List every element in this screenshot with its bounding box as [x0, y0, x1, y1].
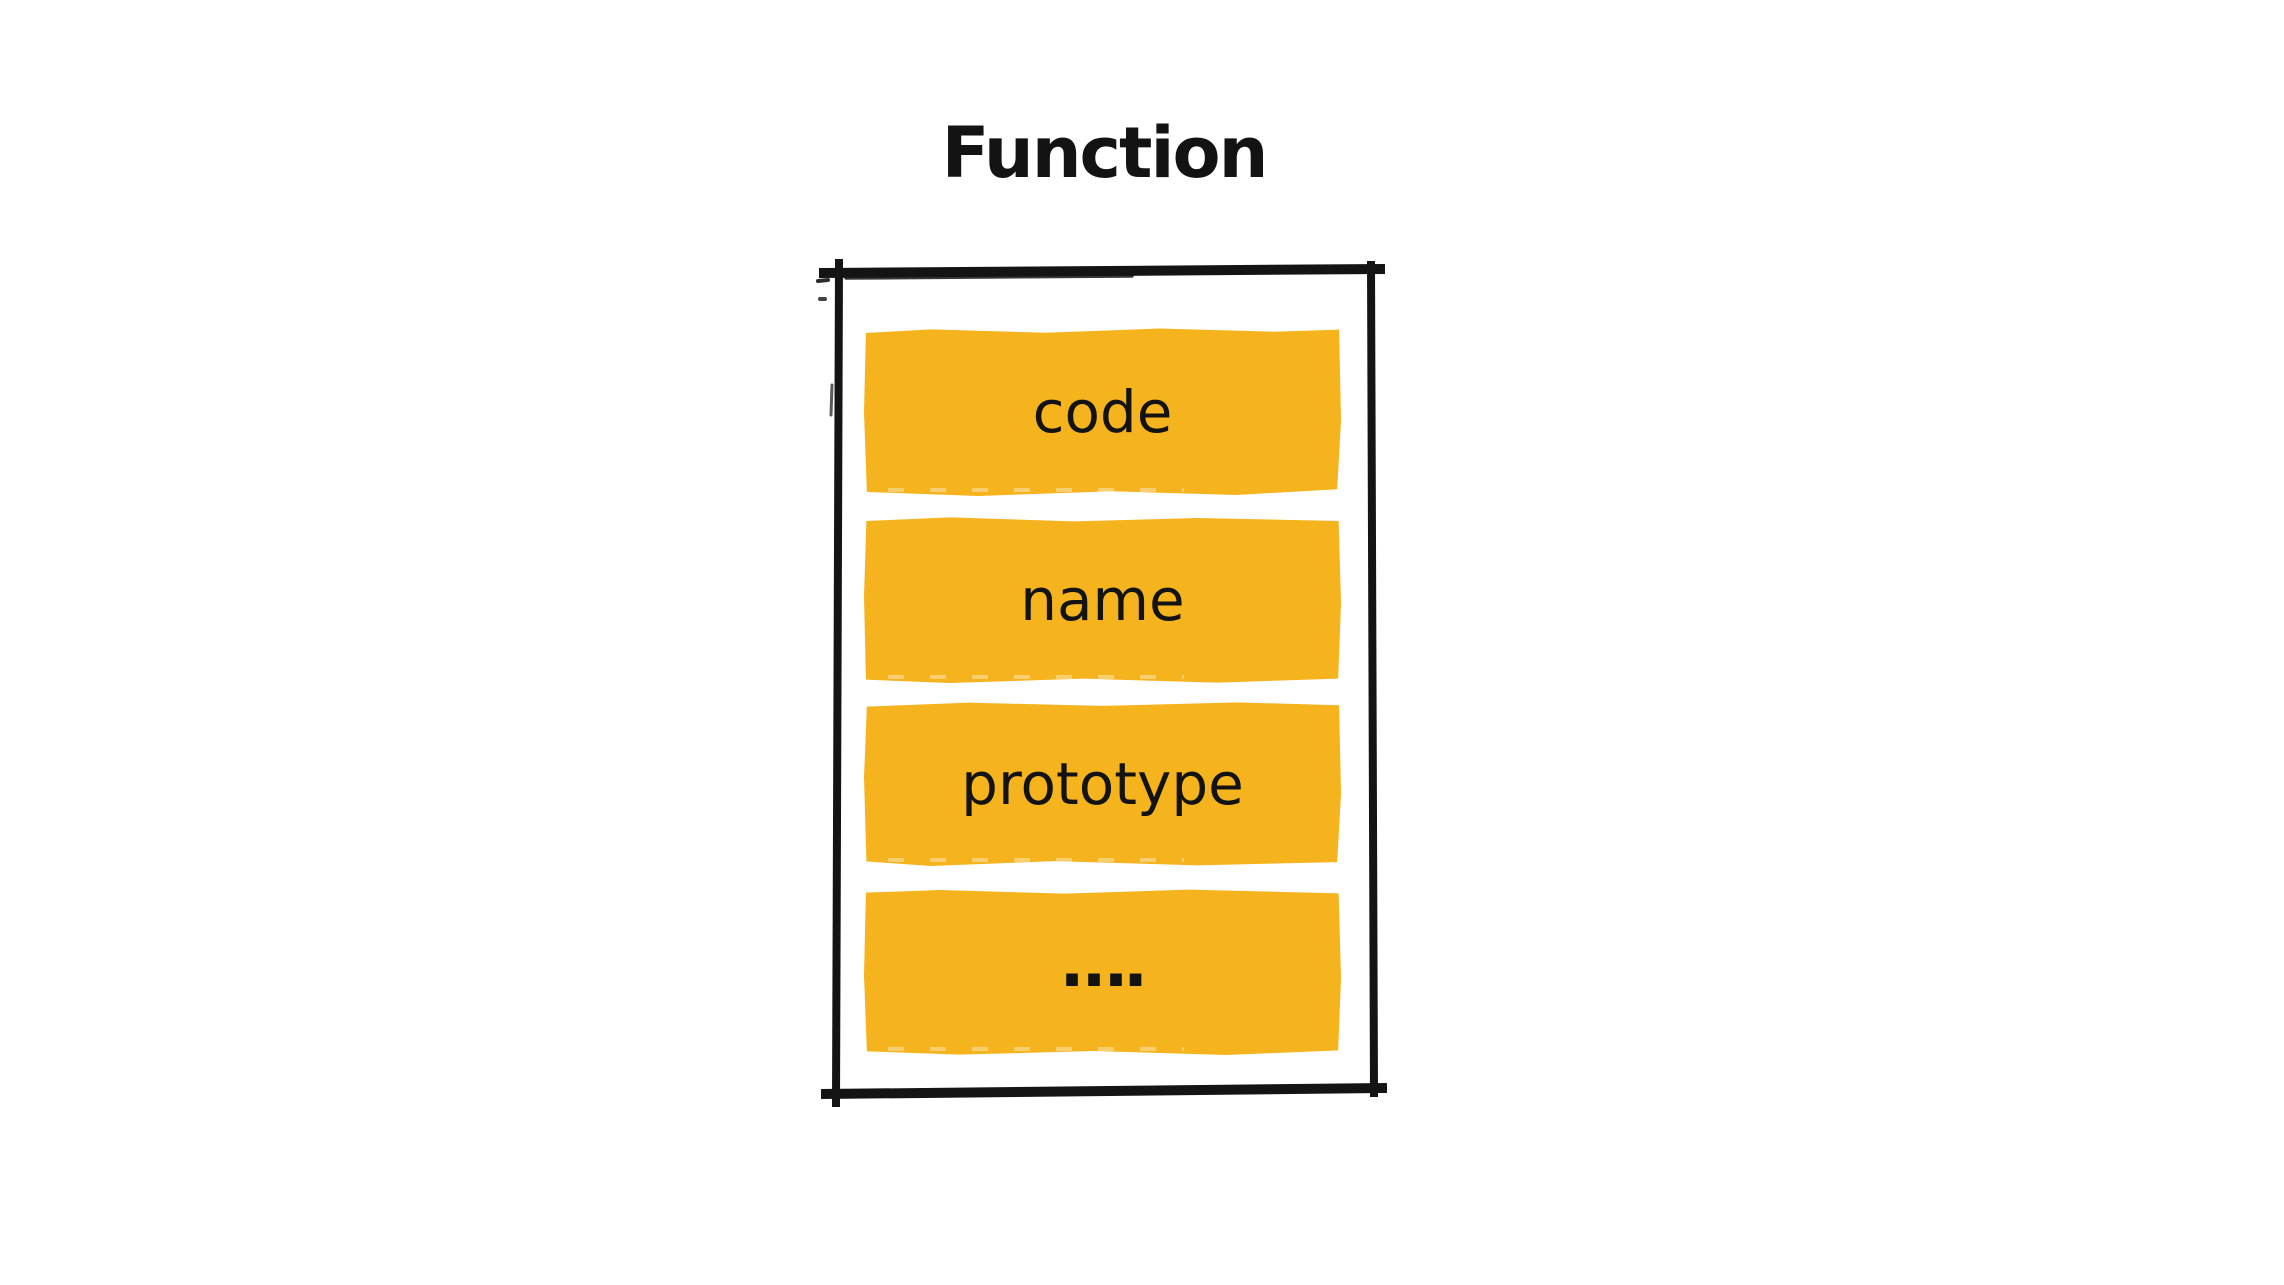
property-label-code: code	[1032, 378, 1173, 446]
property-label-prototype: prototype	[961, 750, 1244, 818]
property-box-ellipsis: ….	[864, 889, 1341, 1055]
property-box-code: code	[864, 328, 1341, 496]
property-label-name: name	[1020, 566, 1185, 634]
property-box-prototype: prototype	[864, 702, 1341, 866]
property-box-name: name	[864, 517, 1341, 683]
function-object-box: code name prototype ….	[816, 258, 1388, 1108]
diagram-title: Function	[941, 112, 1269, 194]
property-label-ellipsis: ….	[1060, 924, 1148, 1002]
